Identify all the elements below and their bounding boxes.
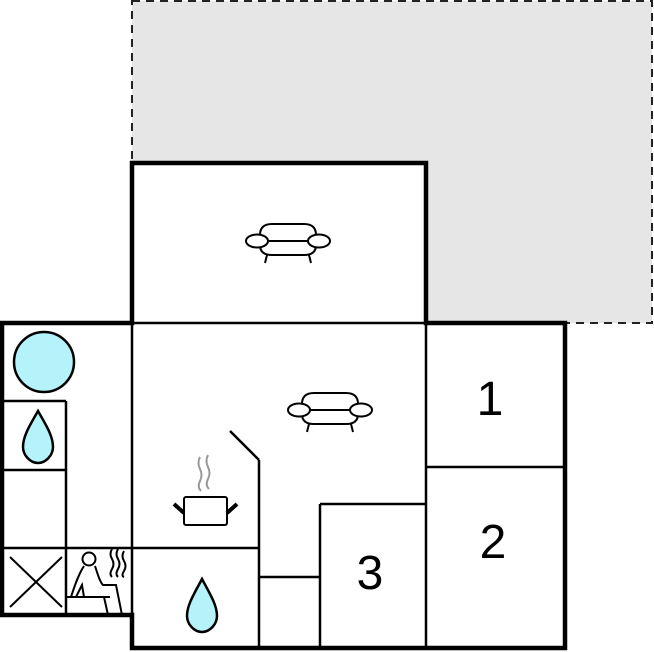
interior-walls — [2, 321, 565, 648]
sauna-icon — [67, 548, 127, 616]
building-outline — [0, 160, 568, 651]
room-label-2: 2 — [480, 516, 507, 569]
water-drop-icon — [185, 576, 219, 634]
storage-x-icon — [9, 556, 63, 608]
room-label-3: 3 — [357, 547, 384, 600]
sofa-icon — [245, 223, 331, 264]
room-label-1: 1 — [477, 373, 504, 426]
pot-icon — [172, 454, 239, 526]
water-drop-icon — [21, 408, 55, 465]
sofa-icon — [287, 392, 373, 433]
hot-tub-icon — [12, 330, 76, 394]
